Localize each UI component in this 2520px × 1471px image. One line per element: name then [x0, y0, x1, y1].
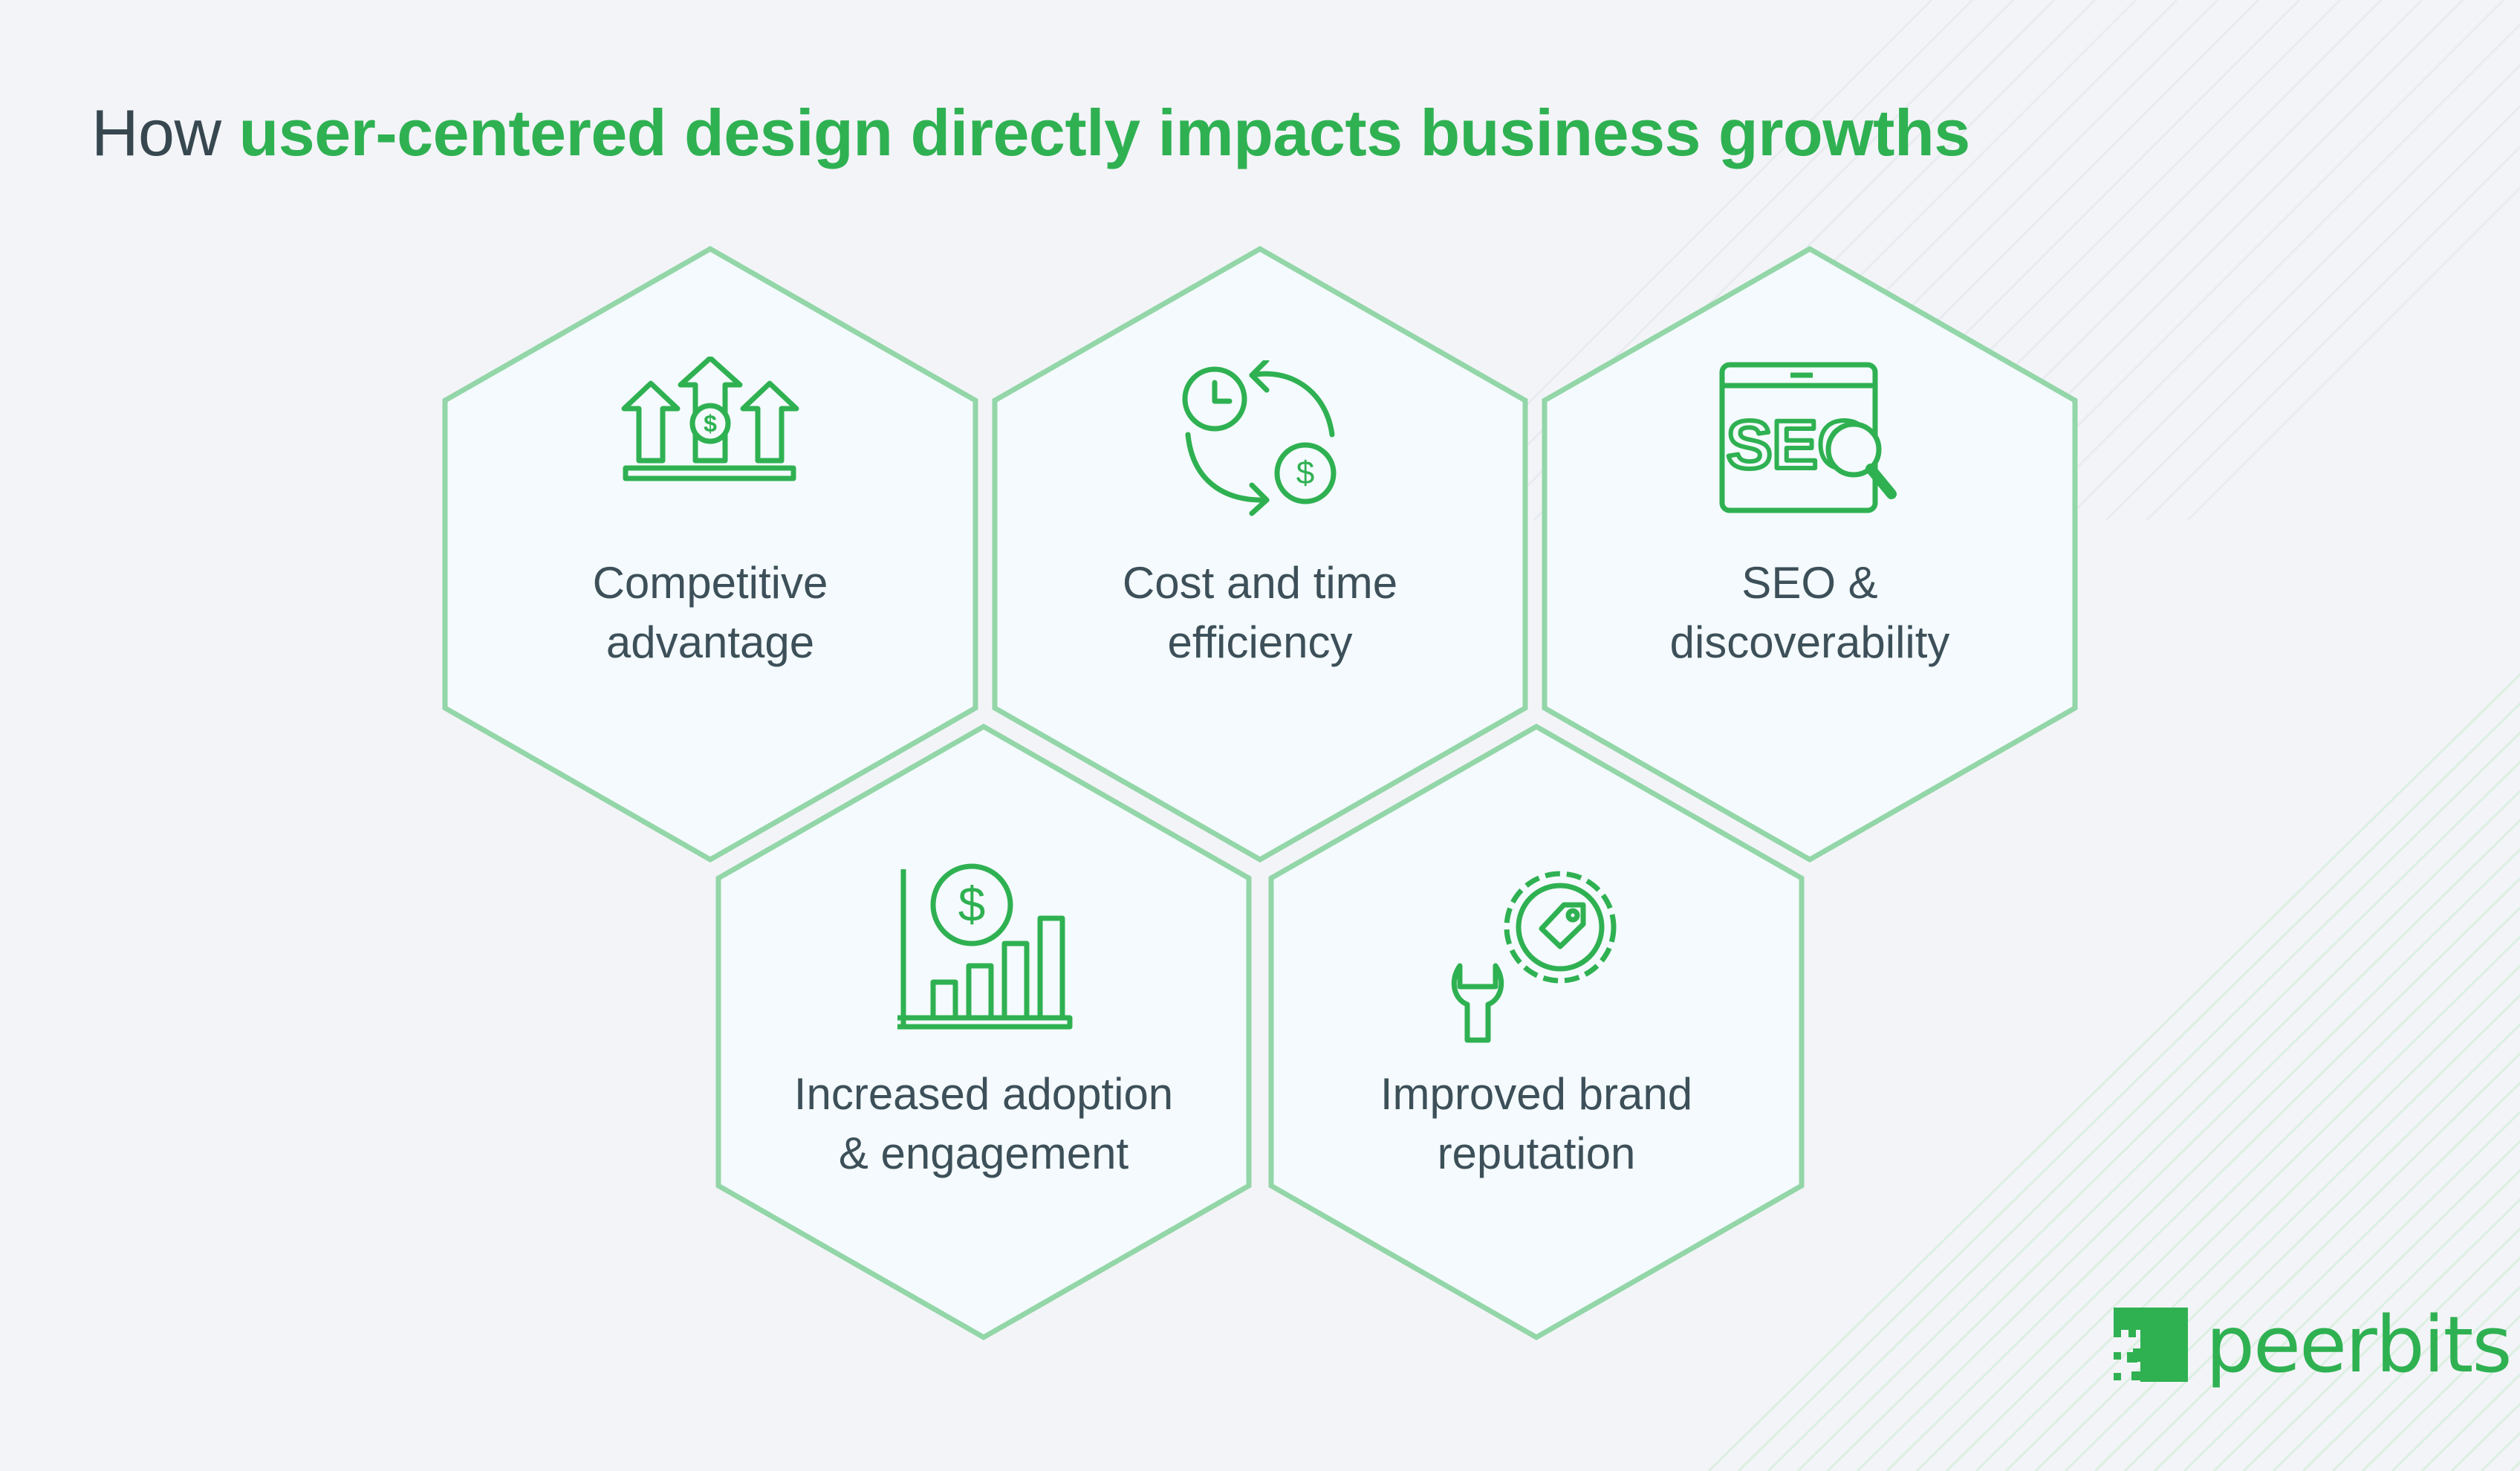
hexagon-card [992, 245, 1528, 863]
decorative-line [2153, 1110, 2520, 1471]
decorative-line [2146, 145, 2520, 522]
decorative-line [1975, 935, 2520, 1471]
decorative-line [2023, 22, 2520, 522]
decorative-line [1737, 702, 2520, 1471]
label-competitive-advantage: Competitive advantage [592, 558, 828, 667]
decorative-line [2361, 1314, 2520, 1471]
decorative-line [2212, 1169, 2520, 1471]
label-cost-time-efficiency: Cost and time efficiency [1122, 558, 1398, 667]
seo-browser-icon: SEO [1719, 362, 1897, 513]
label-seo-discoverability: SEO & discoverability [1669, 558, 1950, 667]
decorative-line [1767, 731, 2520, 1471]
title-highlight: user-centered design directly impacts bu… [238, 96, 1971, 169]
decorative-line [1856, 819, 2520, 1471]
page-title: How user-centered design directly impact… [91, 95, 1970, 171]
label-adoption-engagement: Increased adoption & engagement [793, 1069, 1174, 1178]
hexagon-card [715, 723, 1252, 1341]
gear-tag-wrench-icon [1451, 871, 1617, 1043]
peerbits-logo-mark-icon [2114, 1308, 2188, 1382]
peerbits-logo: peerbits [2114, 1299, 2513, 1390]
decorative-line [2105, 104, 2520, 522]
clock-dollar-cycle-icon: $ [1182, 360, 1337, 516]
hexagon-card [1268, 723, 1805, 1341]
decorative-line [1915, 877, 2520, 1471]
arrows-up-dollar-icon: $ [621, 357, 799, 481]
decorative-line [1945, 906, 2520, 1471]
svg-text:$: $ [958, 877, 986, 932]
decorative-line [1796, 760, 2520, 1471]
decorative-line [2183, 1140, 2520, 1471]
decorative-line [1886, 848, 2520, 1471]
decorative-line [1826, 789, 2520, 1471]
decorative-line [2094, 1052, 2520, 1471]
decorative-line [1707, 672, 2520, 1471]
decorative-line [2186, 186, 2520, 522]
decorative-line [2272, 1227, 2520, 1471]
decorative-line [2302, 1256, 2520, 1471]
svg-text:$: $ [1296, 455, 1314, 491]
decorative-line [2331, 1285, 2520, 1471]
decorative-line [2242, 1198, 2520, 1471]
svg-text:$: $ [704, 410, 717, 437]
hexagon-card [442, 245, 978, 863]
label-brand-reputation: Improved brand reputation [1380, 1069, 1693, 1178]
title-prefix: How [91, 96, 221, 169]
logo-text: peerbits [2206, 1299, 2513, 1390]
dollar-bar-chart-icon: $ [897, 863, 1073, 1030]
hexagon-card [1542, 245, 2078, 863]
decorative-line [2064, 1023, 2520, 1471]
decorative-line [1451, 0, 1974, 522]
decorative-line [2123, 1081, 2520, 1471]
decorative-line [2064, 63, 2520, 522]
